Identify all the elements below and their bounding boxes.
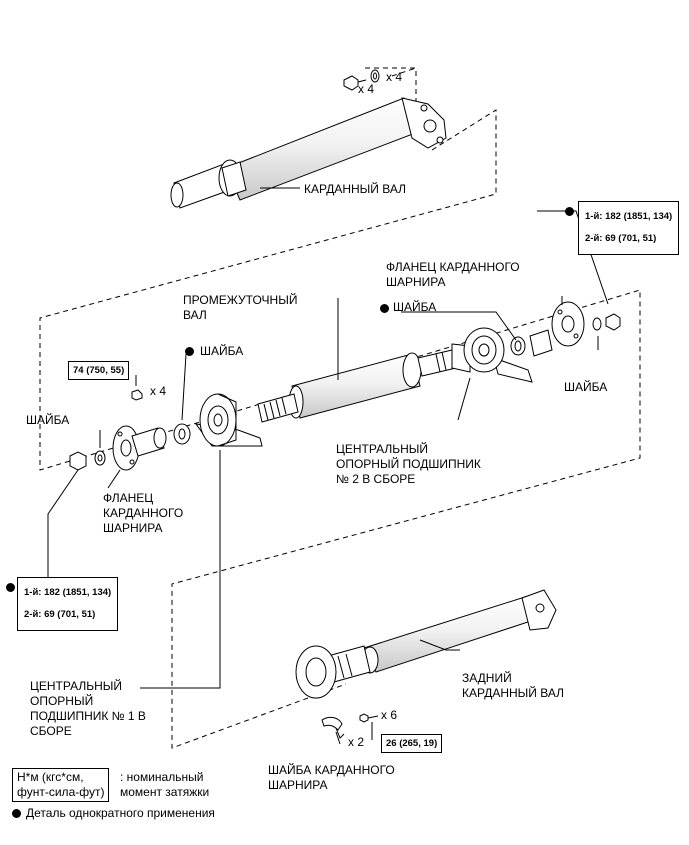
flange-right (529, 301, 621, 357)
label-propeller-shaft: КАРДАННЫЙ ВАЛ (304, 182, 406, 196)
qty-top-bolts: x 4 (358, 82, 375, 96)
label-flange-left: ФЛАНЕЦ КАРДАННОГО ШАРНИРА (103, 491, 184, 535)
qty-rear-bolts: x 6 (381, 708, 398, 722)
label-center-bearing-1: ЦЕНТРАЛЬНЫЙ ОПОРНЫЙ ПОДШИПНИК № 1 В СБОР… (30, 679, 146, 738)
assembly-frames (39, 67, 641, 749)
single-use-icon (6, 583, 15, 592)
single-use-icon (185, 347, 194, 356)
label-washer-right: ШАЙБА (564, 380, 608, 394)
torque-rear-bolt: 26 (265, 19) (381, 734, 443, 753)
legend-unit-desc: : номинальный момент затяжки (120, 770, 210, 799)
qty-top-washers: x 4 (386, 70, 403, 84)
legend-single-use: Деталь однократного применения (26, 806, 215, 820)
single-use-icon (565, 207, 574, 216)
torque-box-right: 1-й: 182 (1851, 134) 2-й: 69 (701, 51) (578, 201, 680, 255)
label-joint-washer: ШАЙБА КАРДАННОГО ШАРНИРА (268, 763, 395, 792)
label-rear-shaft: ЗАДНИЙ КАРДАННЫЙ ВАЛ (462, 671, 564, 700)
single-use-icon (380, 304, 389, 313)
center-bearing-1 (194, 393, 263, 447)
rear-shaft (295, 589, 557, 699)
torque-left-nut: 74 (750, 55) (68, 361, 130, 380)
qty-rear-washers: x 2 (348, 735, 365, 749)
leader-lines (47, 187, 609, 745)
propeller-shaft-top (170, 97, 447, 209)
qty-left-nuts: x 4 (150, 384, 167, 398)
intermediate-shaft (257, 349, 457, 423)
legend-unit-box: Н*м (кгс*см, фунт-сила-фут) (12, 768, 110, 802)
left-flange-assembly (69, 389, 191, 471)
label-flange-top: ФЛАНЕЦ КАРДАННОГО ШАРНИРА (386, 260, 520, 289)
legend-single-use-icon (12, 809, 21, 818)
center-bearing-2 (451, 327, 533, 383)
label-washer-left: ШАЙБА (26, 413, 70, 427)
label-washer-mid: ШАЙБА (200, 344, 244, 358)
torque-box-left: 1-й: 182 (1851, 134) 2-й: 69 (701, 51) (17, 577, 119, 631)
label-washer-top: ШАЙБА (393, 300, 437, 314)
joint-washer-and-bolt (321, 713, 379, 739)
label-intermediate-shaft: ПРОМЕЖУТОЧНЫЙ ВАЛ (183, 293, 298, 322)
top-bolt-washer (343, 69, 380, 91)
label-center-bearing-2: ЦЕНТРАЛЬНЫЙ ОПОРНЫЙ ПОДШИПНИК № 2 В СБОР… (336, 442, 481, 486)
